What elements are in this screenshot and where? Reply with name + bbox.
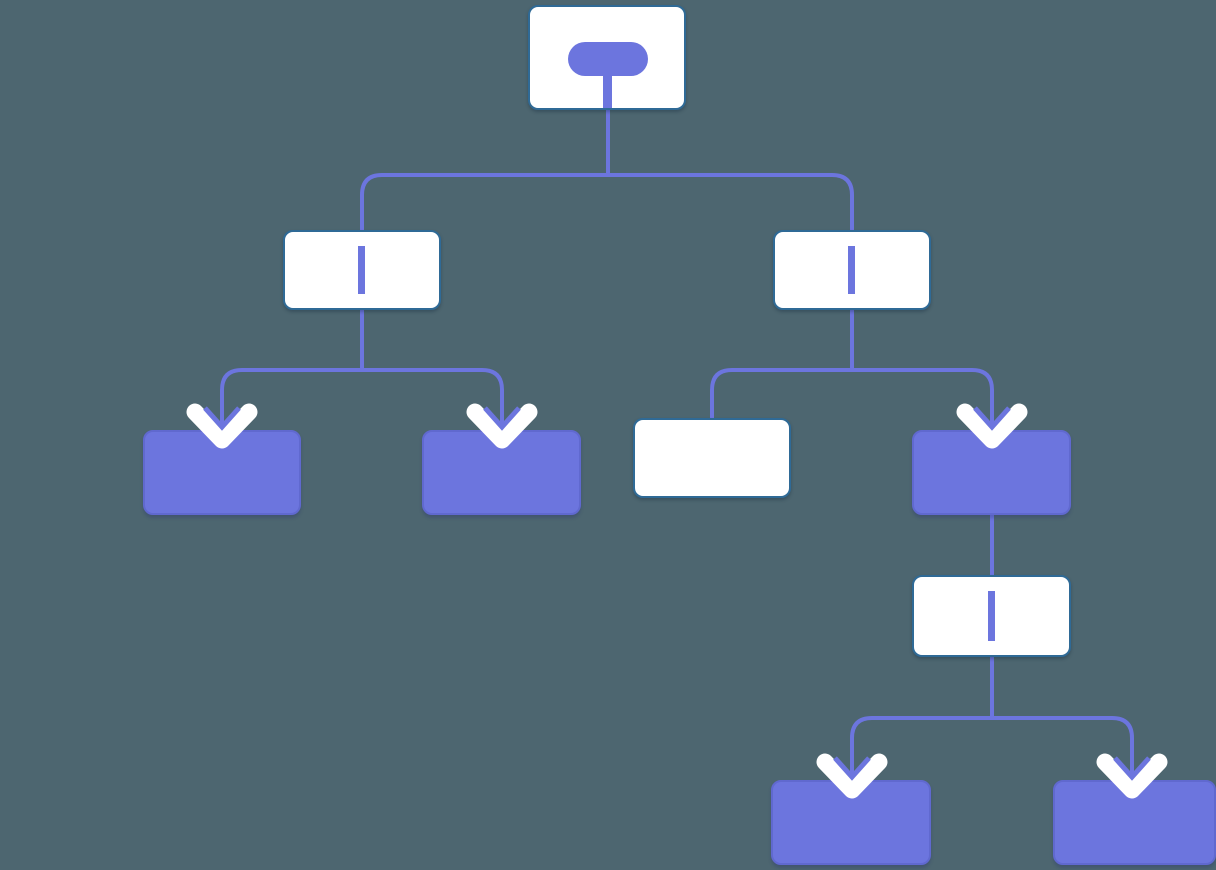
- node-leaf-4[interactable]: [1053, 780, 1216, 865]
- node-subtree-root[interactable]: [912, 430, 1071, 515]
- node-root[interactable]: [528, 5, 686, 110]
- node-empty-white[interactable]: [633, 418, 791, 498]
- node-leaf-1[interactable]: [143, 430, 301, 515]
- node-leaf-2[interactable]: [422, 430, 581, 515]
- node-branch-left[interactable]: [283, 230, 441, 310]
- node-leaf-3[interactable]: [771, 780, 931, 865]
- node-branch-right[interactable]: [773, 230, 931, 310]
- node-subtree-branch[interactable]: [912, 575, 1071, 657]
